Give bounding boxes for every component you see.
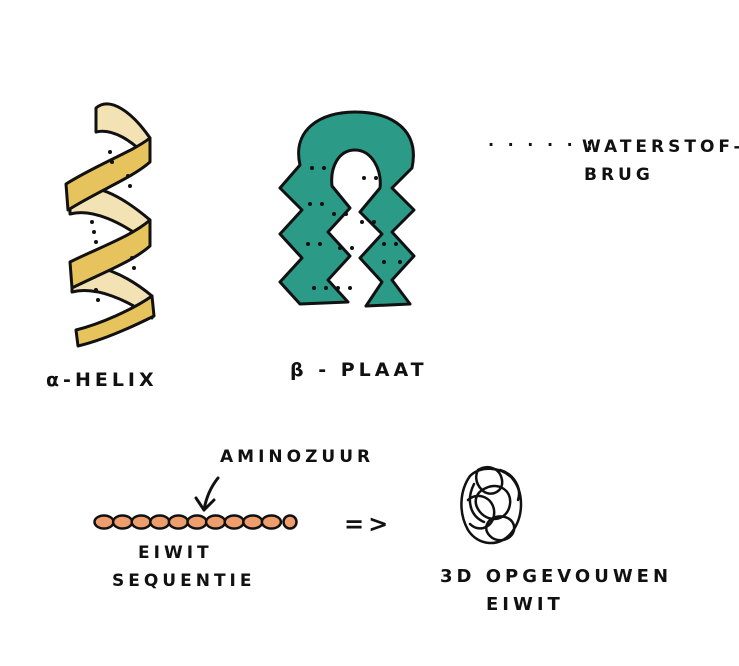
legend-label-line1: WATERSTOF- [582,137,739,157]
helix-hydrogen-bonds [90,150,136,302]
sheet-hydrogen-bonds [306,166,402,290]
beta-sheet-strand [278,110,416,308]
amino-acid-bead [242,514,264,530]
amino-acid-bead [130,514,152,530]
sequence-label-line1: EIWIT [138,543,213,563]
amino-acid-sequence [93,514,298,530]
beta-sheet-illustration [278,110,416,308]
helix-front-ribbon [74,294,156,348]
amino-acid-bead [167,514,190,530]
beta-sheet-label: β - PLAAT [290,359,428,381]
helix-front-ribbon [64,136,152,212]
legend-dots: · · · · · : [488,135,597,154]
alpha-helix-illustration [64,102,156,348]
folded-label-line1: 3D OPGEVOUWEN [440,566,672,587]
transform-arrow: => [344,510,392,538]
amino-acid-bead [149,514,171,530]
folded-label-line2: EIWIT [486,594,564,615]
amino-acid-bead [111,514,134,530]
amino-acid-bead [260,514,283,530]
aminozuur-arrow [194,476,220,512]
folded-protein-illustration [460,466,523,545]
amino-acid-bead [186,514,208,530]
aminozuur-label: AMINOZUUR [220,447,374,467]
sequence-label-line2: SEQUENTIE [112,571,256,591]
amino-acid-bead [204,514,227,530]
amino-acid-bead [223,514,245,530]
amino-acid-bead [93,514,115,530]
amino-acid-bead [282,514,298,530]
helix-front-ribbon [68,218,152,290]
legend-label-line2: BRUG [584,165,654,185]
alpha-helix-label: α-HELIX [46,369,158,391]
